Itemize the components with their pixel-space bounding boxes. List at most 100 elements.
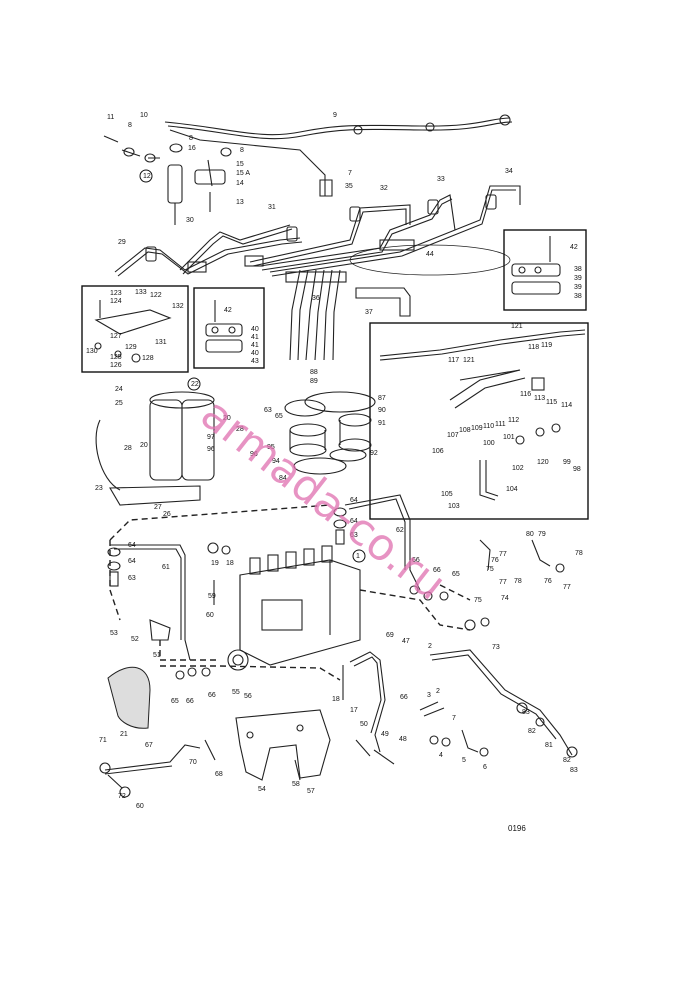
small-fittings xyxy=(419,701,489,757)
callout-label: 8 xyxy=(189,135,193,142)
callout-label: 39 xyxy=(574,284,582,291)
filter-bowl-kit xyxy=(284,391,376,475)
callout-label: 117 xyxy=(448,357,459,364)
injection-line-group-top xyxy=(164,114,513,197)
callout-label: 113 xyxy=(534,395,545,402)
callout-label: 28 xyxy=(236,426,244,433)
callout-label: 106 xyxy=(432,448,444,455)
callout-label: 12 xyxy=(143,173,151,180)
clamp-outline xyxy=(349,239,511,317)
callout-label: 66 xyxy=(412,557,420,564)
callout-label: 66 xyxy=(433,567,441,574)
callout-label: 97 xyxy=(207,434,215,441)
feed-pipe-right xyxy=(429,649,578,758)
callout-label: 68 xyxy=(215,771,223,778)
pipe-bundle-vertical xyxy=(285,269,347,361)
callout-label: 73 xyxy=(492,644,500,651)
pipe-bundle-upper xyxy=(114,185,521,277)
callout-label: 19 xyxy=(211,560,219,567)
callout-label: 115 xyxy=(546,399,557,406)
callout-label: 128 xyxy=(142,355,154,362)
callout-label: 67 xyxy=(145,742,153,749)
callout-label: 77 xyxy=(563,584,571,591)
callout-label: 84 xyxy=(279,475,287,482)
callout-label: 43 xyxy=(251,358,259,365)
callout-label: 18 xyxy=(332,696,340,703)
callout-label: 5 xyxy=(462,757,466,764)
callout-label: 80 xyxy=(526,531,534,538)
callout-label: 96 xyxy=(207,446,215,453)
callout-label: 2 xyxy=(428,643,432,650)
injection-pump xyxy=(227,545,361,671)
callout-label: 118 xyxy=(528,344,539,351)
callout-label: 120 xyxy=(537,459,549,466)
callout-label: 71 xyxy=(99,737,107,744)
callout-label: 21 xyxy=(120,731,128,738)
callout-label: 24 xyxy=(115,386,123,393)
callout-label: 77 xyxy=(499,579,507,586)
callout-label: 38 xyxy=(574,266,582,273)
fuel-filter xyxy=(95,391,215,506)
figure-number: 0196 xyxy=(508,824,526,833)
callout-circle xyxy=(352,549,366,563)
callout-label: 129 xyxy=(125,344,137,351)
callout-label: 48 xyxy=(399,736,407,743)
callout-label: 62 xyxy=(396,527,404,534)
callout-label: 63 xyxy=(350,532,358,539)
callout-label: 18 xyxy=(226,560,234,567)
callout-label: 58 xyxy=(292,781,300,788)
callout-label: 104 xyxy=(506,486,518,493)
callout-label: 40 xyxy=(251,350,259,357)
callout-label: 31 xyxy=(268,204,276,211)
callout-circle xyxy=(139,169,153,183)
callout-label: 42 xyxy=(224,307,232,314)
callout-label: 60 xyxy=(206,612,214,619)
callout-label: 64 xyxy=(350,518,358,525)
callout-label: 63 xyxy=(128,575,136,582)
callout-label: 133 xyxy=(135,289,147,296)
callout-label: 9 xyxy=(333,112,337,119)
callout-label: 20 xyxy=(223,415,231,422)
callout-label: 59 xyxy=(208,593,216,600)
callout-label: 55 xyxy=(232,689,240,696)
callout-label: 39 xyxy=(574,275,582,282)
callout-label: 101 xyxy=(503,434,515,441)
callout-label: 8 xyxy=(128,122,132,129)
callout-label: 82 xyxy=(528,728,536,735)
callout-label: 78 xyxy=(514,578,522,585)
callout-label: 95 xyxy=(267,444,275,451)
callout-label: 20 xyxy=(140,442,148,449)
callout-label: 3 xyxy=(427,692,431,699)
callout-label: 44 xyxy=(426,251,434,258)
callout-label: 99 xyxy=(563,459,571,466)
callout-label: 89 xyxy=(310,378,318,385)
callout-label: 30 xyxy=(186,217,194,224)
inset-clamp-right xyxy=(503,229,587,311)
callout-label: 69 xyxy=(386,632,394,639)
callout-label: 22 xyxy=(191,381,199,388)
callout-label: 10 xyxy=(140,112,148,119)
callout-label: 123 xyxy=(110,290,122,297)
inset-clamp-left xyxy=(193,287,265,369)
callout-label: 28 xyxy=(124,445,132,452)
callout-label: 131 xyxy=(155,339,167,346)
watermark: armada-co.ru xyxy=(191,388,455,610)
callout-label: 14 xyxy=(236,180,244,187)
callout-label: 49 xyxy=(381,731,389,738)
callout-label: 103 xyxy=(448,503,460,510)
callout-label: 90 xyxy=(378,407,386,414)
callout-label: 114 xyxy=(561,402,572,409)
callout-label: 64 xyxy=(128,558,136,565)
banjo-fittings xyxy=(107,507,347,587)
callout-label: 77 xyxy=(499,551,507,558)
callout-label: 2 xyxy=(436,688,440,695)
dashed-lines xyxy=(109,504,471,681)
callout-label: 23 xyxy=(95,485,103,492)
callout-label: 116 xyxy=(520,391,531,398)
callout-label: 75 xyxy=(486,566,494,573)
callout-label: 61 xyxy=(162,564,170,571)
callout-label: 98 xyxy=(573,466,581,473)
callout-circle xyxy=(187,377,201,391)
callout-label: 94 xyxy=(272,458,280,465)
